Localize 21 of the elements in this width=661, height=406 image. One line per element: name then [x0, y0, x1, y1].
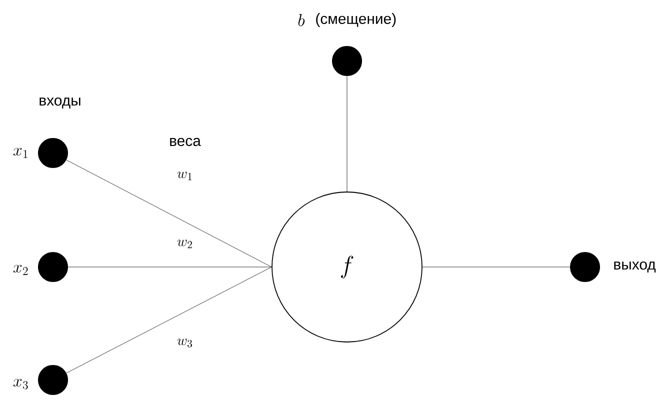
weight-label: $w_{1}$ — [176, 170, 194, 182]
node-dot — [38, 365, 68, 395]
connector-line — [66, 160, 272, 268]
text-label: входы — [40, 98, 80, 108]
node-dot — [332, 46, 362, 76]
weight-label: $w_{2}$ — [176, 238, 194, 250]
connector-line — [346, 76, 348, 192]
text-label: веса — [170, 138, 201, 146]
weight-label: $w_{3}$ — [176, 338, 194, 348]
node-caption: выход — [614, 262, 656, 272]
variable-label: $x_{2}$ — [13, 264, 28, 275]
connector-line — [68, 266, 272, 268]
node-dot — [38, 138, 68, 168]
variable-label: $x_{1}$ — [13, 148, 28, 158]
connector-line — [66, 266, 272, 374]
connector-line — [422, 266, 570, 268]
node-dot — [570, 252, 600, 282]
node-caption: (смещение) — [316, 13, 396, 27]
node-dot — [38, 252, 68, 282]
variable-label: $b$ — [298, 14, 305, 26]
variable-label: $x_{3}$ — [13, 378, 28, 390]
